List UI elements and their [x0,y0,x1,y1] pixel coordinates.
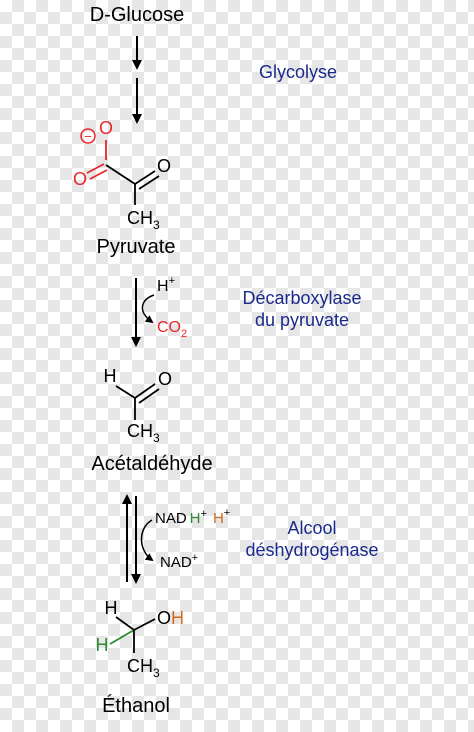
pyruvate-o-minus: O [99,118,113,138]
acetaldehyde-o: O [158,369,172,389]
decarboxylase-label-line1: Décarboxylase [242,288,361,308]
reversible-arrow [122,494,154,584]
acetaldehyde-ch3: CH3 [127,421,160,445]
pyruvate-label: Pyruvate [97,236,176,258]
co2-out: CO2 [157,319,187,340]
ethanol-h-top: H [105,598,118,618]
decarboxylase-label-line2: du pyruvate [255,310,349,330]
decarboxylation-arrow [131,278,155,347]
acetaldehyde-label: Acétaldéhyde [91,453,212,475]
minus-charge-circle [80,128,96,144]
d-glucose-label: D-Glucose [90,4,184,26]
ethanol-label: Éthanol [102,694,170,717]
h-plus-in: H+ [157,275,175,295]
pyruvate-structure: − O O O CH3 [73,118,171,232]
nad-plus-out: NAD+ [160,552,198,571]
alcool-label-line2: déshydrogénase [245,540,378,560]
ethanol-structure: H H OH CH3 [96,598,185,680]
pyruvate-o-double: O [73,169,87,189]
acetaldehyde-h: H [104,366,117,386]
acetaldehyde-structure: H O CH3 [104,366,173,445]
alcool-label-line1: Alcool [287,518,336,538]
minus-sign: − [84,129,92,144]
pyruvate-ch3: CH3 [127,208,160,232]
ethanol-oh: OH [157,608,184,628]
ethanol-ch3: CH3 [127,656,160,680]
ethanol-h-green: H [96,635,109,655]
pyruvate-ketone-o: O [157,156,171,176]
glycolyse-label: Glycolyse [259,62,337,82]
